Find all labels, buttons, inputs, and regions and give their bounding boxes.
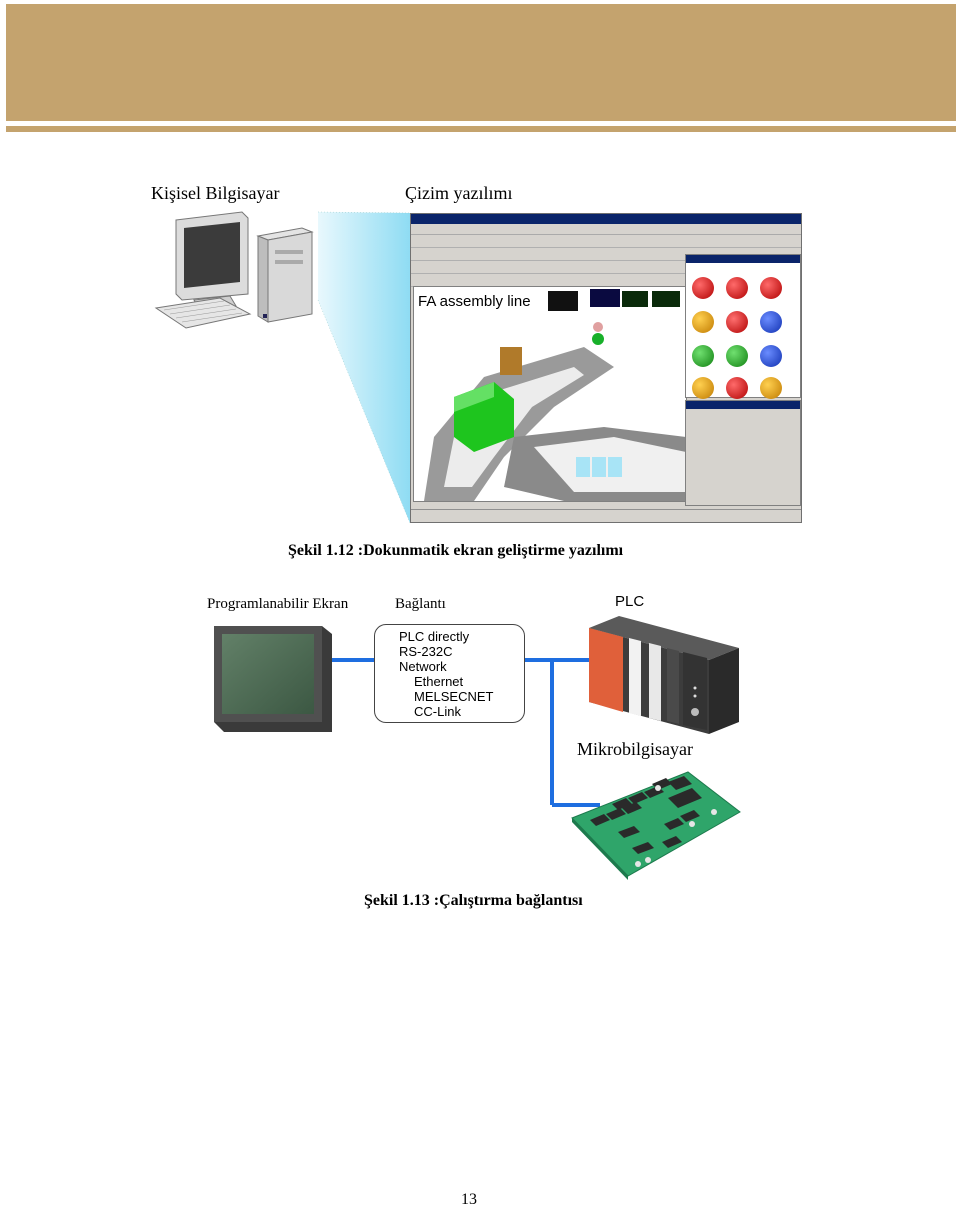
connection-option: Network	[399, 659, 447, 674]
connection-lines	[332, 658, 600, 807]
personal-computer-icon	[154, 211, 314, 329]
yellow-lamp-icon	[760, 377, 782, 399]
software-toolbar-1	[411, 235, 801, 248]
yellow-lamp-icon	[692, 311, 714, 333]
blue-lamp-icon	[760, 311, 782, 333]
header-band	[6, 4, 956, 121]
label-connection: Bağlantı	[395, 596, 446, 612]
label-programmable-display: Programlanabilir Ekran	[207, 596, 349, 612]
plc-icon	[589, 616, 739, 734]
green-lamp-icon	[692, 345, 714, 367]
software-canvas: FA assembly line	[413, 286, 687, 502]
palette-titlebar	[686, 255, 800, 263]
connection-options-box: PLC directly RS-232C Network Ethernet ME…	[374, 624, 525, 723]
green-lamp-icon	[726, 345, 748, 367]
software-properties-panel	[685, 400, 801, 506]
page-number: 13	[461, 1191, 477, 1208]
connection-option: MELSECNET	[414, 689, 494, 704]
figure-13-caption: Şekil 1.13 :Çalıştırma bağlantısı	[364, 892, 583, 909]
connection-option: Ethernet	[414, 674, 464, 689]
blue-lamp-icon	[760, 345, 782, 367]
red-lamp-icon	[726, 377, 748, 399]
panel-titlebar	[686, 401, 800, 409]
microcomputer-board-icon	[571, 771, 741, 880]
figure-12-caption: Şekil 1.12 :Dokunmatik ekran geliştirme …	[288, 542, 624, 559]
projection-beam	[317, 211, 411, 524]
software-menubar	[411, 224, 801, 235]
header-rule	[6, 126, 956, 132]
label-drawing-software: Çizim yazılımı	[405, 183, 513, 203]
connection-option: RS-232C	[399, 644, 453, 659]
software-lamp-palette	[685, 254, 801, 399]
software-statusbar	[411, 509, 801, 522]
red-lamp-icon	[692, 277, 714, 299]
programmable-display-icon	[214, 626, 332, 732]
label-microcomputer: Mikrobilgisayar	[577, 739, 693, 759]
yellow-lamp-icon	[692, 377, 714, 399]
label-plc: PLC	[615, 593, 645, 610]
software-titlebar	[411, 214, 801, 224]
canvas-title: FA assembly line	[418, 293, 531, 310]
connection-option: PLC directly	[399, 629, 470, 644]
label-personal-computer: Kişisel Bilgisayar	[151, 183, 280, 203]
red-lamp-icon	[726, 311, 748, 333]
software-screenshot: FA assembly line	[410, 213, 802, 523]
connection-option: CC-Link	[414, 704, 461, 719]
red-lamp-icon	[760, 277, 782, 299]
assembly-line-drawing	[424, 289, 686, 501]
red-lamp-icon	[726, 277, 748, 299]
